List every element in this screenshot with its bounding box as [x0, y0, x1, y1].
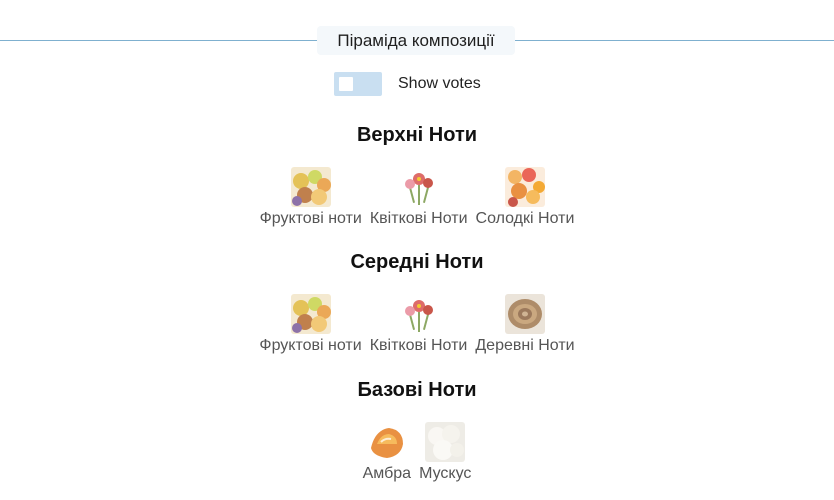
note-item[interactable]: Мускус — [419, 422, 471, 483]
base-notes-title: Базові Ноти — [357, 379, 477, 401]
musk-icon — [425, 422, 466, 462]
fruit-notes-icon — [290, 294, 331, 334]
note-item[interactable]: Деревні Ноти — [475, 294, 575, 355]
show-votes-toggle[interactable] — [334, 72, 382, 96]
sweet-notes-icon — [504, 167, 545, 207]
top-notes-title: Верхні Ноти — [356, 124, 478, 146]
floral-notes-icon — [398, 167, 439, 207]
note-item[interactable]: Фруктові ноти — [260, 167, 362, 228]
floral-notes-icon — [398, 294, 439, 334]
base-notes-row: Амбра Мускус — [0, 422, 834, 483]
note-item[interactable]: Фруктові ноти — [259, 294, 362, 355]
note-item[interactable]: Солодкі Ноти — [475, 167, 575, 228]
note-label: Деревні Ноти — [475, 337, 575, 354]
note-item[interactable]: Амбра — [363, 422, 411, 483]
note-label: Фруктові ноти — [259, 337, 362, 354]
note-label: Фруктові ноти — [259, 210, 362, 227]
toggle-knob — [339, 77, 353, 91]
note-label: Квіткові Ноти — [369, 210, 468, 227]
pyramid-title: Піраміда композиції — [317, 26, 515, 55]
show-votes-label: Show votes — [398, 75, 481, 92]
middle-notes-title: Середні Ноти — [350, 251, 484, 273]
middle-notes-row: Фруктові ноти Квіткові Ноти Деревні Ноти — [0, 294, 834, 355]
show-votes-row: Show votes — [334, 72, 481, 96]
fruit-notes-icon — [290, 167, 331, 207]
note-label: Мускус — [419, 465, 472, 482]
note-label: Квіткові Ноти — [369, 337, 468, 354]
note-item[interactable]: Квіткові Ноти — [370, 167, 468, 228]
note-item[interactable]: Квіткові Ноти — [369, 294, 468, 355]
top-notes-row: Фруктові ноти Квіткові Ноти Солодкі Ноти — [0, 167, 834, 228]
note-label: Солодкі Ноти — [475, 210, 575, 227]
note-label: Амбра — [362, 465, 412, 482]
woody-notes-icon — [504, 294, 545, 334]
amber-icon — [366, 422, 407, 462]
